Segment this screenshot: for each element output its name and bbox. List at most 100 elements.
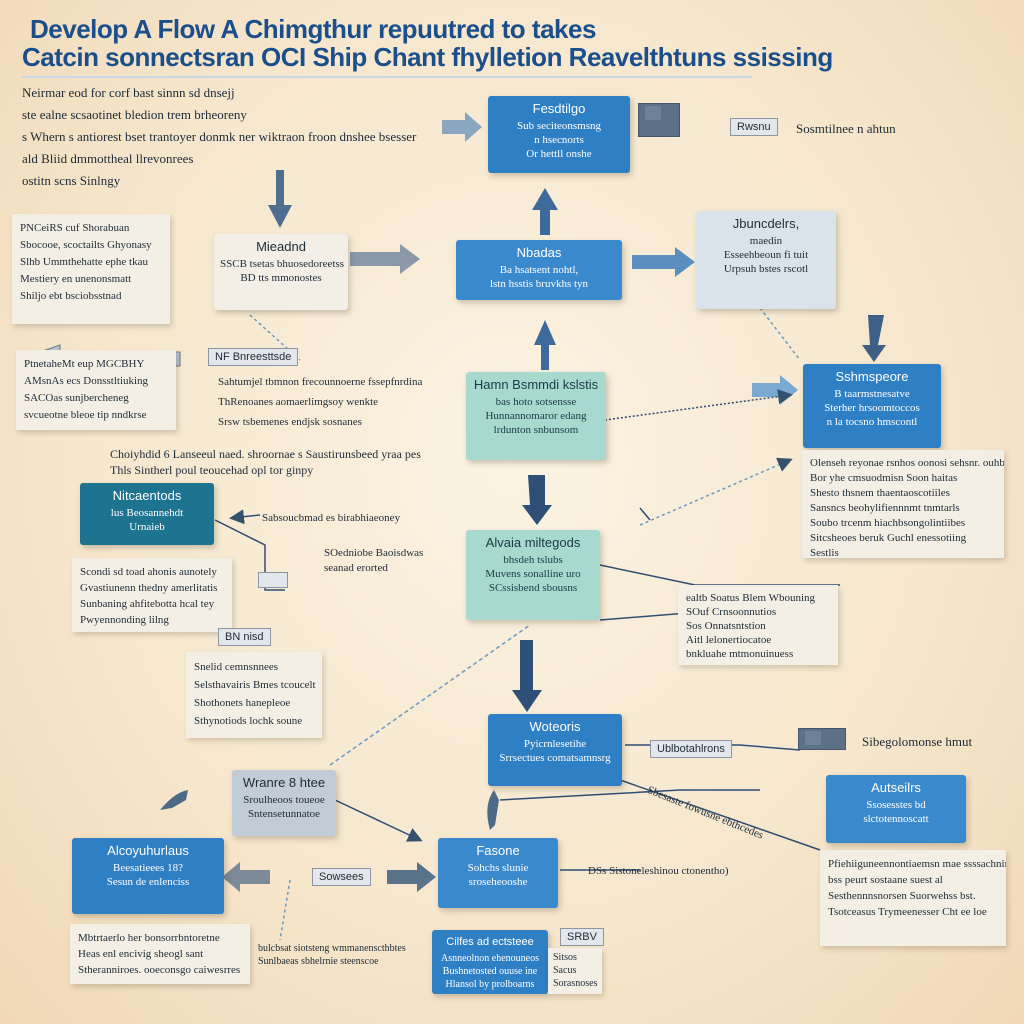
note-line: Sesthennnsnorsen Suorwehss bst.: [828, 890, 976, 902]
note-line: SACOas sunjbercheneg: [24, 392, 129, 404]
note-left-3: Scondi sd toad ahonis aunotely Gvastiune…: [72, 558, 232, 632]
node-blue-bottom-center[interactable]: Fasone Sohchs slunie sroseheooshe: [438, 838, 558, 908]
node-mint[interactable]: Hamn Bsmmdi kslstis bas hoto sotsensse H…: [466, 372, 606, 460]
arrow-left-1: [222, 862, 270, 892]
node-right-grey[interactable]: Jbuncdelrs, maedin Esseehbeoun fi tuit U…: [696, 211, 836, 309]
text-line: Sahtumjel tbmnon frecounnoerne fssepfnrd…: [218, 376, 423, 388]
node-line: Urpsuh bstes rscotl: [723, 263, 809, 275]
node-heading: Nitcaentods: [112, 488, 182, 503]
node-line: Urnaieb: [129, 521, 165, 533]
note-line: Sansncs beohylifiennnmt tnmtarls: [810, 502, 960, 514]
label-teal-right: Sabsoucbmad es birabhiaeoney: [262, 512, 401, 524]
node-heading: Mieadnd: [256, 239, 306, 254]
node-heading: Autseilrs: [871, 780, 921, 795]
connector-mint-to-right: [604, 389, 793, 421]
note-line: Sos Onnatsntstion: [686, 620, 766, 632]
node-grey-lower-left[interactable]: Wranre 8 htee Sroulheoos toueoe Sntenset…: [232, 770, 336, 836]
node-blue-lower[interactable]: Woteoris Pyicrnlesetihe Srrsectues comat…: [488, 714, 622, 786]
node-blue-bottom-left[interactable]: Alcoyuhurlaus Beesatieees 18? Sesun de e…: [72, 838, 224, 914]
node-heading: Alcoyuhurlaus: [107, 843, 189, 858]
mid-text: Sahtumjel tbmnon frecounnoerne fssepfnrd…: [218, 372, 422, 432]
node-line: Muvens sonalline uro: [485, 568, 581, 580]
note-line: Pfiehiiguneennontiaemsn mae ssssachniny: [828, 858, 1006, 870]
arrow-right-3: [350, 244, 420, 274]
arrow-down-2: [512, 640, 542, 712]
intro-text: Neirmar eod for corf bast sinnn sd dnsej…: [22, 82, 482, 192]
node-heading: Cilfes ad ectsteee: [446, 936, 534, 948]
node-heading: Wranre 8 htee: [242, 775, 326, 790]
note-line: PNCeiRS cuf Shorabuan: [20, 222, 130, 234]
note-line: Soubo trcenm hiachbsongolintiibes: [810, 517, 966, 529]
connector-teal-left-arrow: [229, 509, 261, 525]
node-line: SCssisbend sbousns: [488, 582, 578, 594]
note-line: Shothonets hanepleoe: [194, 697, 291, 709]
tag-left-lower: BN nisd: [218, 628, 271, 646]
intro-line: ald Bliid dmmottheal llrevonrees: [22, 151, 194, 166]
node-teal[interactable]: Nitcaentods lus Beosannehdt Urnaieb: [80, 483, 214, 545]
arrow-curve-lower: [487, 790, 499, 830]
node-heading: Fesdtilgo: [532, 101, 586, 116]
node-line: bas hoto sotsensse: [495, 396, 577, 408]
tag-top-right: Rwsnu: [730, 118, 778, 136]
node-heading: Jbuncdelrs,: [732, 216, 800, 231]
note-line: Slhb Ummthehatte ephe tkau: [20, 256, 148, 268]
note-line: SOuf Crnsoonnutios: [686, 606, 777, 618]
note-line: bss peurt sostaane suest al: [828, 874, 943, 886]
node-heading: Nbadas: [516, 245, 562, 260]
text-line: Srsw tsbemenes endjsk sosnanes: [218, 416, 362, 428]
note-left-5: Mbtrtaerlo her bonsorrbntoretne Heas enl…: [70, 924, 250, 984]
node-line: slctotennoscatt: [863, 813, 929, 825]
intro-line: ste ealne scsaotinet bledion trem brheor…: [22, 107, 247, 122]
node-line: n la tocsno hmscontl: [826, 416, 918, 428]
node-blue-right-lower[interactable]: Autseilrs Ssosesstes bd slctotennoscatt: [826, 775, 966, 843]
note-line: Olenseh reyonae rsnhos oonosi sehsnr. ou…: [810, 457, 1004, 469]
node-line: lstn hsstis bruvkhs tyn: [489, 278, 589, 290]
note-line: Mestiery en unenonsmatt: [20, 273, 132, 285]
arrow-right-1: [442, 112, 482, 142]
connector-diag-3: [639, 457, 793, 526]
node-top-box[interactable]: Fesdtilgo Sub seciteonsmsng n hsecnorts …: [488, 96, 630, 173]
note-line: Sbocooe, scoctailts Ghyonasy: [20, 239, 152, 251]
label-bottom-center-right: DSs Sistoneleshinou ctonentho): [588, 865, 729, 877]
node-line: Sntensetunnatoe: [247, 808, 321, 820]
note-line: Sacus: [553, 965, 577, 976]
node-line: Esseehbeoun fi tuit: [723, 249, 809, 261]
node-line: sroseheooshe: [468, 876, 528, 888]
note-line: Aitl lelonertiocatoe: [686, 634, 772, 646]
note-line: Sorasnoses: [553, 978, 598, 989]
node-line: Ssosesstes bd: [866, 799, 926, 811]
node-line: lus Beosannehdt: [110, 507, 184, 519]
node-line: Sroulheoos toueoe: [243, 794, 325, 806]
node-center-blue[interactable]: Nbadas Ba hsatsent nohtl, lstn hsstis br…: [456, 240, 622, 300]
arrow-down-left-top: [268, 170, 292, 228]
connector-bottom-left-down: [279, 879, 291, 941]
note-line: Bor yhe cmsuodmisn Soon haitas: [810, 472, 958, 484]
note-line: Shiljo ebt bsciobsstnad: [20, 290, 122, 302]
note-line: Sitcsheoes beruk Guchl enessotiing: [810, 532, 967, 544]
node-blue-bottom[interactable]: Cilfes ad ectsteee Asnneolnon ehenouneos…: [432, 930, 548, 994]
note-line: Gvastiunenn thedny amerlitatis: [80, 582, 218, 594]
node-line: Beesatieees 18?: [113, 862, 183, 874]
connector-mint-left-arrow: [639, 507, 651, 521]
small-doc-icon: [258, 572, 288, 588]
node-line: Sohchs slunie: [467, 862, 529, 874]
connector-blue-lower-down: [499, 789, 760, 801]
connector-long-diag: [329, 624, 531, 766]
node-heading: Fasone: [476, 843, 520, 858]
arrow-down-1: [522, 475, 552, 525]
label-top-right: Sosmtilnee n ahtun: [796, 121, 896, 136]
node-line: BD tts mmonostes: [240, 272, 322, 284]
note-line: ealtb Soatus Blem Wbouning: [686, 592, 816, 604]
note-line: Sitsos: [553, 952, 577, 963]
node-line: Sub seciteonsmsng: [516, 120, 602, 132]
tag-lower-right: Ublbotahlrons: [650, 740, 732, 758]
arrow-down-right: [862, 315, 886, 362]
node-left-grey[interactable]: Mieadnd SSCB tsetas bhuosedoreetss BD tt…: [214, 234, 348, 310]
label-bottom-right: Sitsos Sacus Sorasnoses: [548, 948, 602, 994]
arrow-up-top: [532, 188, 558, 235]
note-line: Tsotceasus Trymeenesser Cht ee loe: [828, 906, 987, 918]
node-blue-right[interactable]: Sshmspeore B taarmstnesatve Sterher hrso…: [803, 364, 941, 448]
note-line: Shesto thsnem thaentaoscotiiles: [810, 487, 950, 499]
label-bottom-mid: bulcbsat siotsteng wmmanenscthbtes Sunlb…: [258, 942, 406, 968]
node-mint-2[interactable]: Alvaia miltegods bhsdeh tslubs Muvens so…: [466, 530, 600, 620]
